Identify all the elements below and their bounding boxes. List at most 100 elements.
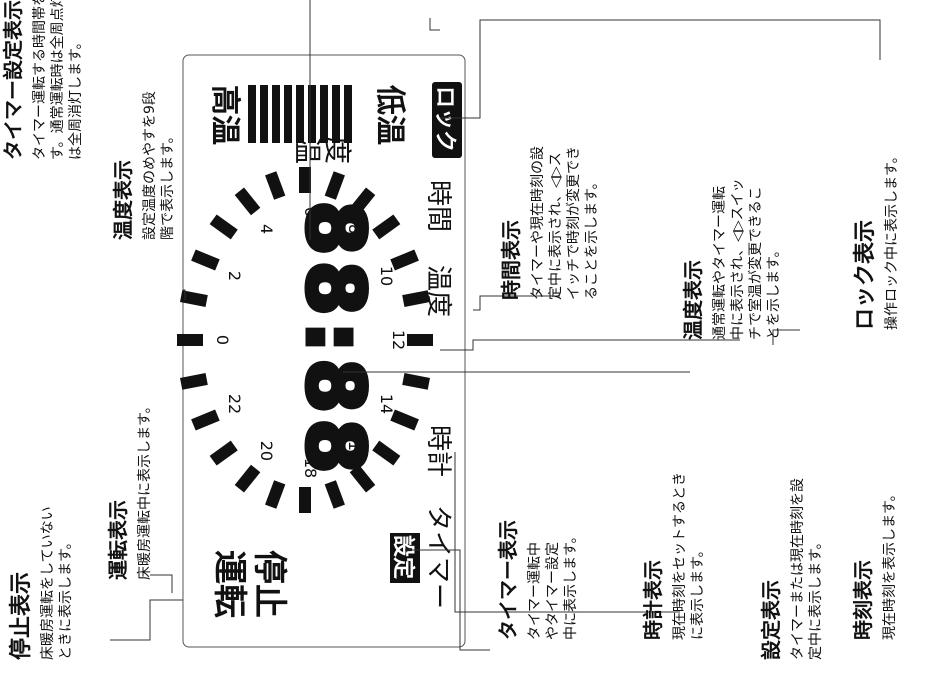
annotation-line: 操作ロック中に表示します。: [884, 149, 900, 330]
dial-segment: [390, 409, 419, 431]
annotation-title: 時刻表示: [851, 560, 875, 640]
dial-segment: [324, 171, 345, 200]
annotation-title: 時間表示: [499, 220, 523, 300]
annotation-line: イッチで時刻が変更でき: [565, 146, 582, 300]
annotation-run: 運転表示床暖房運転中に表示します。: [106, 399, 153, 580]
annotation-timerband: タイマー設定表示タイマー運転する時間帯を表示します。通常運転時は全周点灯、停止中…: [1, 0, 84, 160]
temp-bar-segment: [344, 85, 352, 143]
annotation-title: 停止表示: [8, 572, 34, 660]
annotation-clock: 時計表示現在時刻をセットするときに表示します。: [641, 472, 706, 640]
annotation-title: ロック表示: [853, 220, 878, 330]
annotation-title: 時計表示: [641, 560, 665, 640]
annotations: 停止表示床暖房運転をしていないときに表示します。運転表示床暖房運転中に表示します…: [1, 0, 900, 660]
annotation-timeofday: 時刻表示現在時刻を表示します。: [851, 487, 898, 640]
status-run-label: 運転: [209, 550, 249, 618]
annotation-line: 現在時刻を表示します。: [882, 487, 898, 640]
annotation-title: 温度表示: [681, 260, 705, 340]
annotation-timeset: 時間表示タイマーや現在時刻の設定中に表示され、◁▷スイッチで時刻が変更できること…: [499, 146, 600, 300]
temp-bar-segment: [320, 85, 328, 143]
dial-segment: [265, 480, 286, 509]
annotation-setting: 設定表示タイマーまたは現在時刻を設定中に表示します。: [759, 478, 824, 660]
annotation-line: 現在時刻をセットするとき: [672, 472, 688, 640]
dial-segment: [349, 464, 376, 493]
annotation-title: 設定表示: [759, 580, 783, 660]
annotation-line: 定中に表示され、◁▷ス: [548, 152, 564, 300]
dial-segment: [390, 249, 419, 271]
annotation-tempmode: 温度表示通常運転やタイマー運転中に表示され、◁▷スイッチで室温が変更できることを…: [681, 178, 782, 340]
dial-number: 12: [389, 330, 408, 350]
annotation-line: 階で表示します。: [160, 129, 176, 240]
annotation-timer: タイマー表示タイマー運転中やタイマー設定中に表示します。: [496, 520, 579, 640]
mode-timer-label: タイマー: [423, 505, 453, 609]
setting-badge-bg: [390, 533, 420, 583]
temp-high-label: 高温: [207, 85, 242, 145]
dial-segment: [372, 440, 401, 466]
dial-segment: [349, 187, 376, 216]
annotation-stop: 停止表示床暖房運転をしていないときに表示します。: [8, 506, 74, 660]
mode-temp-label: 温度: [423, 265, 453, 317]
temp-label-2: 度: [321, 136, 354, 164]
annotation-line: 定中に表示します。: [808, 535, 824, 660]
annotation-line: 中に表示され、◁▷スイッ: [730, 178, 746, 340]
dial-segment: [402, 373, 431, 390]
annotation-title: タイマー設定表示: [1, 0, 25, 160]
annotation-line: タイマー運転する時間帯を表示しま: [32, 0, 48, 160]
dial-segment: [234, 464, 261, 493]
leader-lines: [110, 0, 881, 651]
status-stop-label: 停止: [249, 550, 289, 618]
lock-badge-label: ロック: [432, 86, 457, 152]
dial-segment: [372, 214, 401, 240]
annotation-title: 運転表示: [106, 500, 130, 580]
dial-segment: [324, 480, 345, 509]
annotation-line: チで室温が変更できるこ: [747, 186, 764, 340]
annotation-line: 通常運転やタイマー運転: [712, 186, 728, 340]
annotation-title: タイマー表示: [496, 520, 520, 640]
dial-segment: [179, 290, 208, 307]
temp-bar-segment: [260, 85, 268, 143]
dial-segment: [179, 373, 208, 390]
dial-number: 18: [301, 458, 320, 478]
mode-time-label: 時間: [423, 180, 453, 232]
annotation-templevel: 温度表示設定温度のめやすを9段階で表示します。: [111, 91, 176, 240]
annotation-line: タイマーまたは現在時刻を設: [790, 478, 806, 660]
annotation-line: ることを示します。: [584, 175, 600, 300]
annotation-line: に表示します。: [690, 543, 706, 640]
annotation-line: とを示します。: [766, 243, 782, 340]
temp-bar-segment: [296, 85, 304, 143]
annotation-line: ときに表示します。: [58, 535, 74, 660]
temp-bar-segment: [332, 85, 340, 143]
dial-number: 0: [213, 335, 232, 345]
dial-number: 20: [257, 441, 276, 461]
temp-bar-segment: [248, 85, 256, 143]
temp-low-label: 低温: [372, 84, 407, 145]
dial-segment: [177, 334, 203, 346]
annotation-line: 中に表示します。: [563, 529, 579, 640]
annotation-line: やタイマー設定: [545, 542, 561, 640]
dial-number: 10: [377, 266, 396, 286]
dial-segment: [402, 290, 431, 307]
annotation-lock: ロック表示操作ロック中に表示します。: [853, 149, 900, 330]
digits-text: 88:88: [289, 201, 379, 479]
temp-bar-segment: [284, 85, 292, 143]
annotation-line: 床暖房運転中に表示します。: [137, 399, 153, 580]
annotation-line: タイマー運転中: [527, 542, 543, 640]
annotation-line: は全周消灯します。: [67, 35, 84, 160]
dial-segment: [299, 487, 311, 513]
annotation-line: 床暖房運転をしていない: [40, 506, 56, 660]
dial-number: 8: [345, 224, 364, 234]
lcd-frame: [182, 54, 466, 648]
dial-segment: [299, 167, 311, 193]
temp-label-1: 温: [291, 136, 324, 164]
annotation-line: す。通常運転時は全周点灯、停止中: [49, 0, 66, 160]
setting-badge-label: 設定: [390, 535, 416, 579]
dial-number: 4: [257, 224, 276, 234]
mode-clock-label: 時計: [423, 425, 453, 477]
annotation-line: 設定温度のめやすを9段: [142, 91, 158, 240]
dial-segment: [191, 409, 220, 431]
digit-display: 88:88: [287, 198, 382, 481]
dial-number: 16: [345, 441, 364, 461]
lock-badge-bg: [432, 82, 462, 158]
